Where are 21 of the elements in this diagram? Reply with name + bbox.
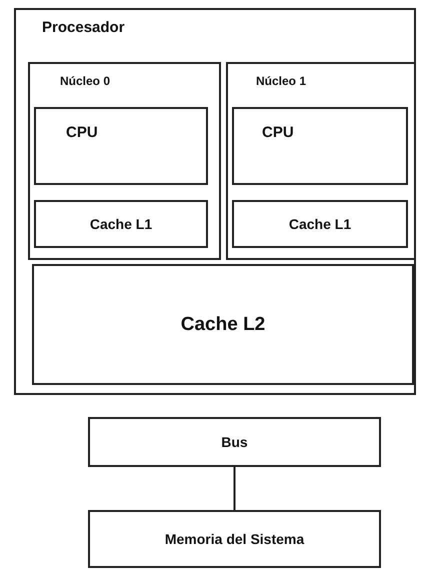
box-title: Bus [221,434,248,450]
cpu-box [232,107,408,185]
cache-box [32,264,414,385]
box-title: CPU [262,124,294,140]
cpu-box [34,107,208,185]
cache-box [34,200,208,248]
box-title: Procesador [42,18,125,36]
connector-line [234,467,236,510]
core-box [226,62,416,260]
processor-box [14,8,416,395]
box-title: Cache L2 [180,314,266,336]
memory-box [88,510,381,568]
box-title: Cache L1 [90,216,152,232]
cache-box [232,200,408,248]
core-box [28,62,221,260]
box-title: Núcleo 1 [256,74,306,88]
box-title: Cache L1 [288,216,352,232]
box-title: CPU [66,124,98,140]
box-title: Memoria del Sistema [164,531,304,547]
bus-box [88,417,381,467]
box-title: Núcleo 0 [60,74,110,88]
